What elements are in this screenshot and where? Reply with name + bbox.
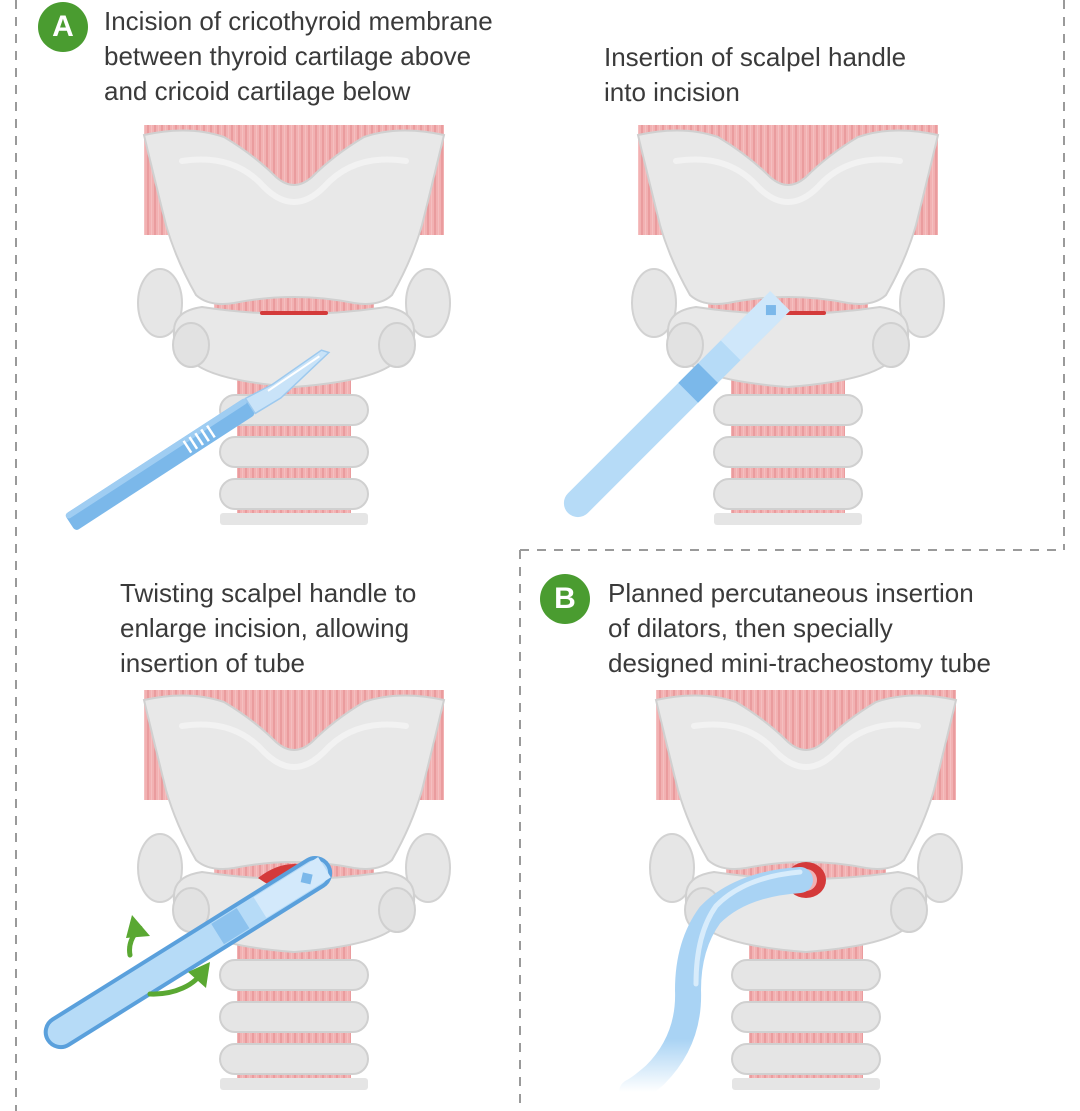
caption-panel-1: Incision of cricothyroid membrane betwee…	[104, 4, 493, 109]
caption-line: and cricoid cartilage below	[104, 76, 411, 106]
tracheostomy-tube-icon	[619, 867, 813, 1105]
caption-line: Twisting scalpel handle to	[120, 578, 417, 608]
caption-line: Planned percutaneous insertion	[608, 578, 974, 608]
caption-line: between thyroid cartilage above	[104, 41, 472, 71]
caption-line: into incision	[604, 77, 740, 107]
larynx-panel-2	[632, 125, 944, 525]
caption-panel-2: Insertion of scalpel handle into incisio…	[604, 40, 906, 110]
rotate-arrowhead-icon	[188, 962, 210, 988]
larynx-panel-1	[138, 125, 450, 525]
twisted-scalpel-handle-icon	[43, 856, 333, 1050]
scalpel-icon	[65, 349, 331, 530]
badge-b: B	[540, 574, 590, 624]
rotate-arrowhead-icon	[126, 915, 150, 938]
caption-line: Insertion of scalpel handle	[604, 42, 907, 72]
scalpel-handle-icon	[563, 290, 791, 518]
caption-panel-3: Twisting scalpel handle to enlarge incis…	[120, 576, 416, 681]
badge-a: A	[38, 2, 88, 52]
caption-line: enlarge incision, allowing	[120, 613, 410, 643]
caption-line: designed mini-tracheostomy tube	[608, 648, 991, 678]
caption-line: Incision of cricothyroid membrane	[104, 6, 493, 36]
caption-line: insertion of tube	[120, 648, 306, 678]
caption-line: of dilators, then specially	[608, 613, 893, 643]
caption-panel-4: Planned percutaneous insertion of dilato…	[608, 576, 991, 681]
